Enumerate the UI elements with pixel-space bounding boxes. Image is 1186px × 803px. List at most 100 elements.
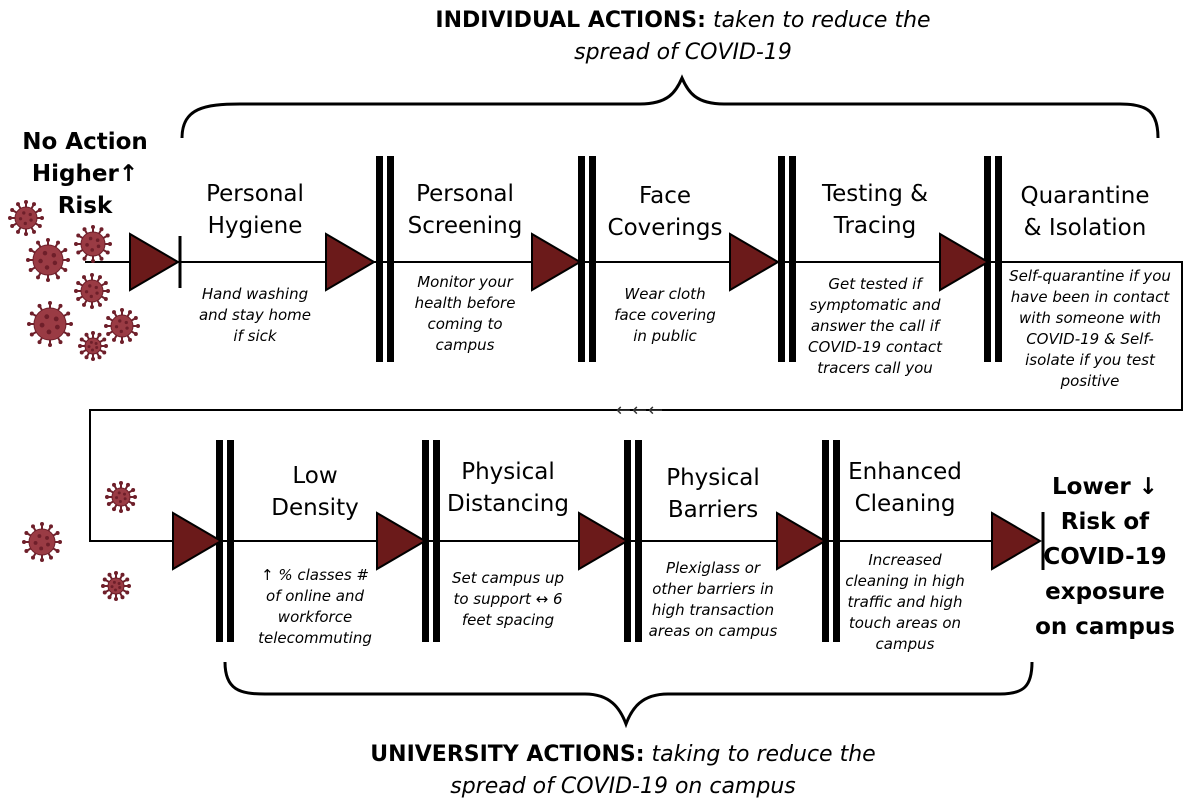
virus-spike-tip	[31, 524, 35, 529]
university-actions-line2: spread of COVID-19 on campus	[450, 774, 796, 799]
flow-arrow-icon	[776, 511, 827, 571]
step-title-testing-tracing: Testing & Tracing	[795, 178, 955, 242]
virus-dot	[54, 324, 60, 330]
virus-spike-tip	[58, 540, 62, 544]
virus-spike-tip	[28, 248, 33, 252]
virus-dot	[29, 218, 33, 222]
virus-spike-tip	[27, 322, 31, 326]
virus-spike-tip	[91, 331, 95, 335]
virus-spike-tip	[102, 350, 107, 355]
barrier-bar-icon	[376, 156, 383, 362]
virus-spike-tip	[22, 540, 26, 544]
virus-spike-tip	[79, 337, 84, 342]
virus-body	[107, 577, 125, 595]
step-title-line: Low	[292, 463, 338, 489]
step-title-line: Hygiene	[207, 213, 303, 239]
virus-spike-tip	[119, 481, 123, 485]
virus-dot	[45, 535, 49, 540]
virus-spike-tip	[31, 555, 35, 560]
virus-dot	[53, 316, 59, 322]
step-desc-enhanced-cleaning: Increased cleaning in high traffic and h…	[830, 550, 980, 655]
virus-spike-tip	[16, 202, 20, 207]
virus-dot	[42, 250, 48, 256]
virus-dot	[118, 319, 122, 323]
virus-spike-tip	[29, 311, 34, 316]
virus-dot	[38, 258, 43, 264]
virus-spike-tip	[32, 229, 36, 234]
virus-spike-tip	[8, 216, 12, 220]
return-arrows: ←←←	[615, 400, 665, 421]
barrier-bar-icon	[995, 156, 1002, 362]
virus-spike-tip	[40, 522, 44, 526]
virus-body	[110, 314, 134, 338]
step-desc-physical-barriers: Plexiglass or other barriers in high tra…	[638, 558, 788, 642]
virus-spike-tip	[76, 250, 81, 255]
flow-arrow-icon	[325, 232, 376, 292]
virus-dot	[96, 244, 101, 249]
step-desc-line: Wear cloth	[624, 285, 706, 303]
step-desc-line: Set campus up	[451, 569, 565, 587]
virus-dot	[110, 585, 114, 589]
virus-dot	[125, 326, 129, 330]
virus-spike-tip	[106, 316, 111, 320]
virus-spike-tip	[106, 488, 111, 492]
virus-dot	[44, 314, 50, 320]
barrier-bar-icon	[778, 156, 785, 362]
individual-actions-line1: taken to reduce the	[712, 8, 931, 33]
barrier-bar-icon	[387, 156, 394, 362]
step-title-line: Density	[271, 495, 359, 521]
virus-spike-tip	[82, 275, 86, 280]
virus-dot	[39, 322, 45, 328]
virus-dot	[114, 325, 119, 329]
virus-dot	[89, 340, 93, 344]
flow-arrow-icon	[578, 511, 629, 571]
virus-spike-tip	[133, 332, 138, 336]
virus-dot	[52, 260, 58, 266]
virus-spike-tip	[133, 316, 138, 320]
virus-spike-tip	[63, 248, 68, 252]
virus-spike-tip	[90, 273, 94, 277]
virus-body	[84, 337, 102, 355]
individual-actions-heading: INDIVIDUAL ACTIONS: taken to reduce the	[343, 6, 1023, 36]
step-title-enhanced-cleaning: Enhanced Cleaning	[830, 456, 980, 520]
virus-icon	[26, 238, 70, 282]
virus-spike-tip	[131, 488, 136, 492]
virus-body	[14, 206, 38, 230]
virus-body	[32, 244, 64, 276]
step-title-line: Quarantine	[1020, 183, 1150, 209]
flow-arrow-icon	[129, 232, 180, 292]
flow-arrow-icon	[729, 232, 780, 292]
virus-spike-tip	[136, 324, 140, 328]
virus-spike-tip	[66, 311, 71, 316]
top-brace	[180, 74, 1160, 139]
virus-spike-tip	[91, 259, 95, 263]
step-title-line: Tracing	[833, 213, 917, 239]
step-desc-line: traffic and high	[847, 593, 963, 611]
step-title-line: & Isolation	[1023, 215, 1147, 241]
virus-spike-tip	[24, 232, 28, 236]
step-desc-face-coverings: Wear cloth face covering in public	[590, 284, 740, 347]
virus-icon	[105, 481, 137, 513]
step-title-line: Enhanced	[848, 459, 962, 485]
virus-dot	[123, 497, 127, 501]
start-line2: Higher↑	[31, 161, 139, 187]
step-title-line: Coverings	[607, 215, 723, 241]
flow-arrows	[129, 232, 1042, 571]
virus-icon	[22, 522, 62, 562]
virus-spike-tip	[76, 233, 81, 238]
step-desc-line: Monitor your	[417, 273, 513, 291]
step-desc-low-density: ↑ % classes # of online and workforce te…	[240, 565, 390, 649]
virus-spike-tip	[48, 343, 52, 347]
virus-body	[33, 307, 67, 341]
step-desc-line: telecommuting	[258, 629, 372, 647]
step-title-low-density: Low Density	[240, 460, 390, 524]
step-desc-line: isolate if you test	[1025, 351, 1155, 369]
step-title-line: Screening	[407, 213, 523, 239]
virus-spike-tip	[55, 549, 60, 553]
barrier-bar-icon	[578, 156, 585, 362]
virus-spike-tip	[112, 482, 116, 487]
virus-dot	[113, 588, 117, 592]
virus-spike-tip	[120, 308, 124, 312]
step-desc-line: campus	[435, 336, 495, 354]
virus-spike-tip	[74, 289, 78, 293]
